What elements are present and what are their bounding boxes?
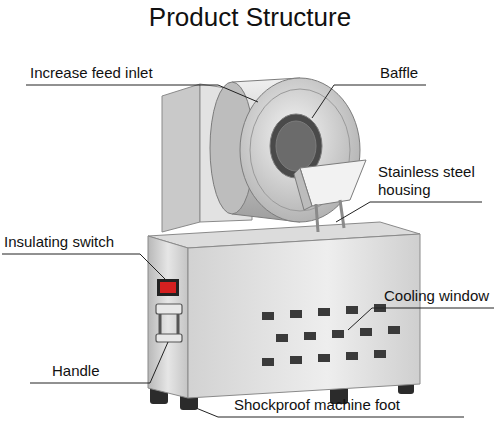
diagram-title: Product Structure bbox=[0, 2, 500, 32]
part-label: Handle bbox=[52, 362, 100, 380]
leader-line bbox=[30, 342, 168, 383]
base-housing bbox=[188, 234, 420, 398]
baffle-chute bbox=[294, 168, 312, 210]
part-label: Baffle bbox=[380, 64, 418, 82]
cooling-vents bbox=[290, 356, 302, 364]
leader-line bbox=[2, 254, 166, 280]
leader-line bbox=[336, 202, 482, 222]
switch-symbol bbox=[157, 279, 179, 296]
leader-line bbox=[348, 308, 494, 330]
handle-latch bbox=[156, 304, 182, 342]
handle-latch bbox=[156, 334, 182, 342]
cooling-vents bbox=[318, 354, 330, 362]
cooling-vents bbox=[262, 358, 274, 366]
cooling-vents bbox=[374, 350, 386, 358]
cooling-vents bbox=[276, 334, 288, 342]
part-label: Cooling window bbox=[384, 287, 489, 305]
cutting-drum bbox=[276, 121, 316, 171]
cooling-vents bbox=[318, 308, 330, 316]
leader-line bbox=[2, 85, 494, 417]
part-label: Stainless steel housing bbox=[378, 163, 486, 199]
part-label: Insulating switch bbox=[4, 233, 114, 251]
handle-latch bbox=[160, 314, 178, 336]
cooling-vents bbox=[262, 312, 274, 320]
switch-symbol bbox=[157, 279, 179, 296]
cooling-vents bbox=[304, 332, 316, 340]
cooling-vents bbox=[290, 310, 302, 318]
motor-bracket bbox=[162, 84, 200, 232]
cooling-vents bbox=[346, 306, 358, 314]
leader-line bbox=[312, 85, 426, 118]
cooling-vents bbox=[262, 304, 400, 366]
cooling-vents bbox=[388, 326, 400, 334]
baffle-chute bbox=[316, 204, 318, 232]
baffle-chute bbox=[294, 160, 366, 232]
baffle-chute bbox=[340, 200, 344, 228]
leader-line bbox=[26, 85, 258, 102]
switch-symbol bbox=[160, 282, 176, 293]
handle-latch bbox=[156, 304, 182, 314]
cooling-vents bbox=[346, 352, 358, 360]
part-label: Increase feed inlet bbox=[30, 64, 153, 82]
cooling-vents bbox=[332, 330, 344, 338]
base-housing bbox=[148, 222, 420, 398]
part-label: Shockproof machine foot bbox=[234, 396, 400, 414]
cooling-vents bbox=[360, 328, 372, 336]
